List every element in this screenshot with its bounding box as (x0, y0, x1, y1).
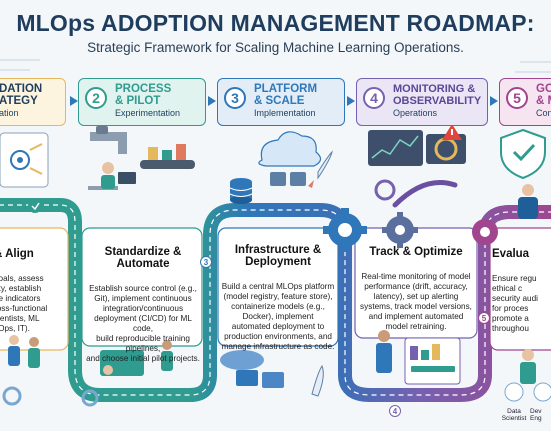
role-label-dev-engineer: Dev Eng (530, 408, 542, 422)
road-marker-3: 3 (200, 256, 212, 268)
phase-card-3: Infrastructure & Deployment Build a cent… (220, 234, 336, 362)
phase-card-5: Evalua Ensure regu ethical c security au… (492, 238, 551, 344)
phase-card-2: Standardize & Automate Establish source … (84, 236, 202, 374)
phase-subtitle: Operations (393, 108, 438, 118)
phase-card-4: Track & Optimize Real-time monitoring of… (357, 236, 475, 342)
analyst-dashboard-icon (376, 330, 461, 385)
containers-icon (220, 350, 324, 397)
strategy-whiteboard-icon (0, 132, 49, 213)
role-label-data-scientist: Data Scientist (501, 408, 527, 422)
phase-title: PLATFORM & SCALE (254, 83, 318, 107)
card-heading: Evalua (492, 248, 530, 260)
card-body: Ensure regu ethical c security audi for … (492, 274, 538, 333)
phase-card-1: & Align goals, assess rity, establish ne… (0, 238, 64, 344)
page-subtitle: Strategic Framework for Scaling Machine … (87, 40, 464, 55)
phase-number-badge: 5 (506, 87, 528, 109)
background-connector-lines (0, 59, 551, 73)
card-body: goals, assess rity, establish ne indicat… (0, 274, 48, 333)
phase-header-5: 5 GOV & M Contin (499, 78, 551, 126)
card-body: Build a central MLOps platform (model re… (221, 282, 335, 351)
card-heading: & Align (0, 248, 34, 260)
phase-title: GOV & M (536, 83, 551, 107)
card-heading: Track & Optimize (369, 246, 463, 258)
pipeline-factory-icon (88, 126, 195, 190)
governance-people-icon (504, 349, 551, 402)
phase-header-2: 2 PROCESS & PILOT Experimentation (78, 78, 206, 126)
gear-icon (323, 208, 367, 252)
engineers-icon (81, 340, 173, 407)
road-marker-4: 4 (389, 405, 401, 417)
phase-title: PROCESS & PILOT (115, 83, 172, 107)
card-body: Real-time monitoring of model performanc… (360, 272, 472, 331)
gear-icon (472, 219, 498, 245)
roadmap-path-dashes (0, 204, 551, 396)
page-title: MLOps ADOPTION MANAGEMENT ROADMAP: (16, 10, 535, 36)
phase-number-badge: 2 (85, 87, 107, 109)
gear-icon (382, 212, 418, 248)
cloud-platform-icon (258, 131, 322, 186)
card-body: Establish source control (e.g., Git), im… (86, 284, 200, 363)
phase-arrows (70, 96, 498, 106)
monitoring-dashboard-icon (368, 124, 466, 208)
team-people-icon (2, 335, 40, 406)
phase-title: MONITORING & OBSERVABILITY (393, 83, 482, 107)
phase-header-3: 3 PLATFORM & SCALE Implementation (217, 78, 345, 126)
road-marker-5: 5 (478, 312, 490, 324)
phase-number-badge: 3 (224, 87, 246, 109)
phase-subtitle: Experimentation (115, 108, 181, 118)
healthy-status-label: HEALTHY (418, 373, 439, 378)
phase-card-backgrounds (0, 227, 551, 351)
phase-subtitle: Contin (536, 108, 551, 118)
phase-subtitle: ation (0, 108, 19, 118)
phase-title: DATION ATEGY (0, 83, 43, 107)
shield-check-icon (500, 128, 546, 219)
phase-number-badge: 4 (363, 87, 385, 109)
card-heading: Infrastructure & Deployment (234, 244, 322, 268)
rocket-icon (308, 150, 333, 188)
phase-header-1: DATION ATEGY ation (0, 78, 66, 126)
phase-subtitle: Implementation (254, 108, 316, 118)
database-icon (229, 178, 253, 204)
card-heading: Standardize & Automate (104, 246, 182, 270)
phase-header-4: 4 MONITORING & OBSERVABILITY Operations (356, 78, 488, 126)
